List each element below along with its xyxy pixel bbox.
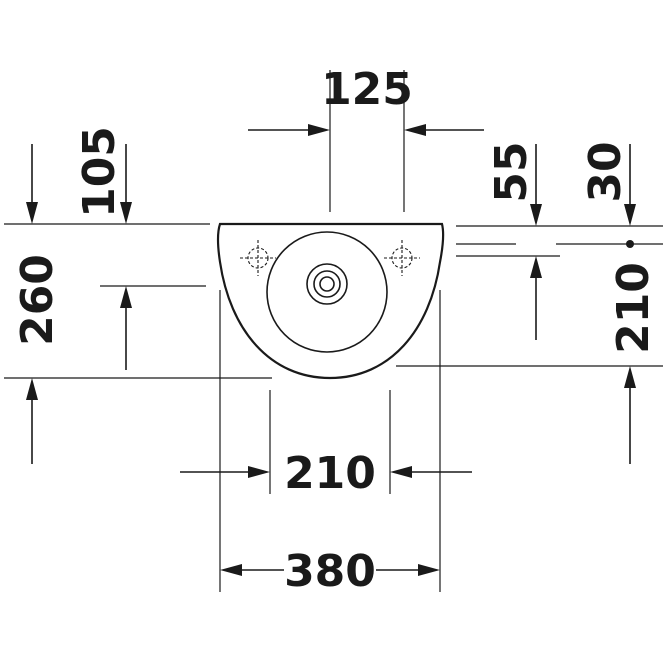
dimension-label-210-vertical: 210 [608, 262, 659, 354]
bowl-circle [266, 231, 388, 353]
dimension-label-260: 260 [12, 254, 63, 346]
dimension-label-30: 30 [580, 141, 631, 202]
basin-outline [216, 222, 445, 380]
dimension-380: 380 [219, 290, 441, 597]
dimension-105: 105 [4, 126, 210, 370]
reference-point-icon [626, 240, 634, 248]
dimension-label-380: 380 [284, 546, 376, 597]
dimension-label-105: 105 [74, 126, 125, 218]
dimension-label-55: 55 [486, 141, 537, 202]
tap-hole-left-icon [240, 240, 276, 276]
dimension-label-210-horizontal: 210 [284, 448, 376, 499]
dimension-125: 125 [248, 64, 484, 212]
dimension-label-125: 125 [321, 64, 413, 115]
basin [216, 222, 445, 380]
drain-mid [313, 270, 341, 298]
dimension-260: 260 [4, 254, 272, 464]
dimension-210-bottom: 210 [180, 390, 472, 499]
drain-outer [306, 263, 348, 305]
dimension-right: 55 30 210 [396, 141, 663, 464]
tap-hole-right-icon [384, 240, 420, 276]
drain-inner [319, 276, 335, 292]
